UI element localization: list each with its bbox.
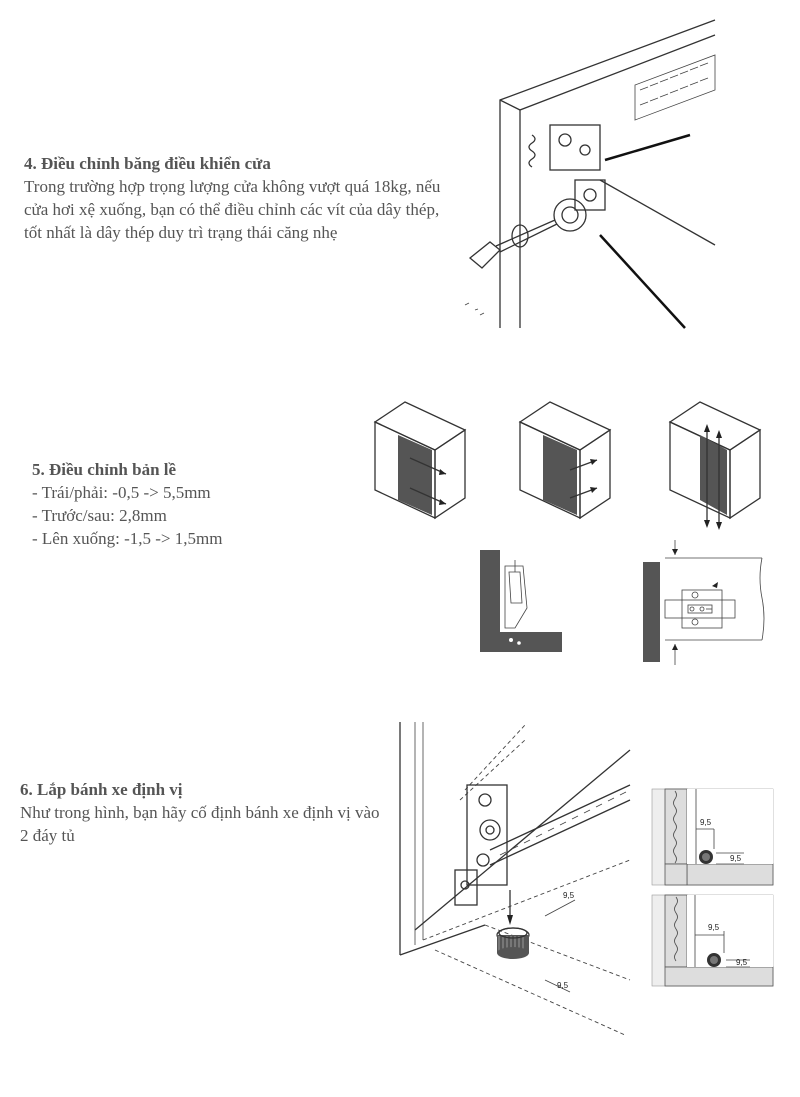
section-5-text: 5. Điều chỉnh bản lề - Trái/phải: -0,5 -… xyxy=(32,458,352,550)
section-6-body: Như trong hình, bạn hãy cố định bánh xe … xyxy=(20,803,380,845)
section-6-text: 6. Lắp bánh xe định vị Như trong hình, b… xyxy=(20,778,390,847)
dim-label-c: 9,5 xyxy=(700,818,712,827)
section-6-title: 6. Lắp bánh xe định vị xyxy=(20,780,183,799)
hinge-cube-front-back xyxy=(518,401,612,520)
hinge-front-view xyxy=(643,540,765,665)
section-5-title: 5. Điều chỉnh bản lề xyxy=(32,460,177,479)
door-control-illustration xyxy=(464,19,716,329)
wheel-detail-top: 9,5 9,5 xyxy=(651,788,774,886)
hinge-adjust-fb: - Trước/sau: 2,8mm xyxy=(32,506,167,525)
dim-label-f: 9,5 xyxy=(736,958,748,967)
section-4-title: 4. Điều chỉnh băng điều khiển cửa xyxy=(24,154,271,173)
hinge-side-view xyxy=(480,550,562,652)
wheel-detail-bottom: 9,5 9,5 xyxy=(651,894,774,987)
section-4-body: Trong trường hợp trọng lượng cửa không v… xyxy=(24,177,441,242)
hinge-adjust-ud: - Lên xuống: -1,5 -> 1,5mm xyxy=(32,529,223,548)
dim-label-a: 9,5 xyxy=(563,891,575,900)
hinge-adjust-lr: - Trái/phải: -0,5 -> 5,5mm xyxy=(32,483,211,502)
hinge-cube-up-down xyxy=(668,401,762,530)
hinge-cube-left-right xyxy=(373,401,467,520)
dim-label-b: 9,5 xyxy=(557,981,569,990)
dim-label-e: 9,5 xyxy=(708,923,720,932)
section-4-text: 4. Điều chỉnh băng điều khiển cửa Trong … xyxy=(24,152,454,244)
dim-label-d: 9,5 xyxy=(730,854,742,863)
positioning-wheel-illustration: 9,5 9,5 xyxy=(399,722,631,1036)
